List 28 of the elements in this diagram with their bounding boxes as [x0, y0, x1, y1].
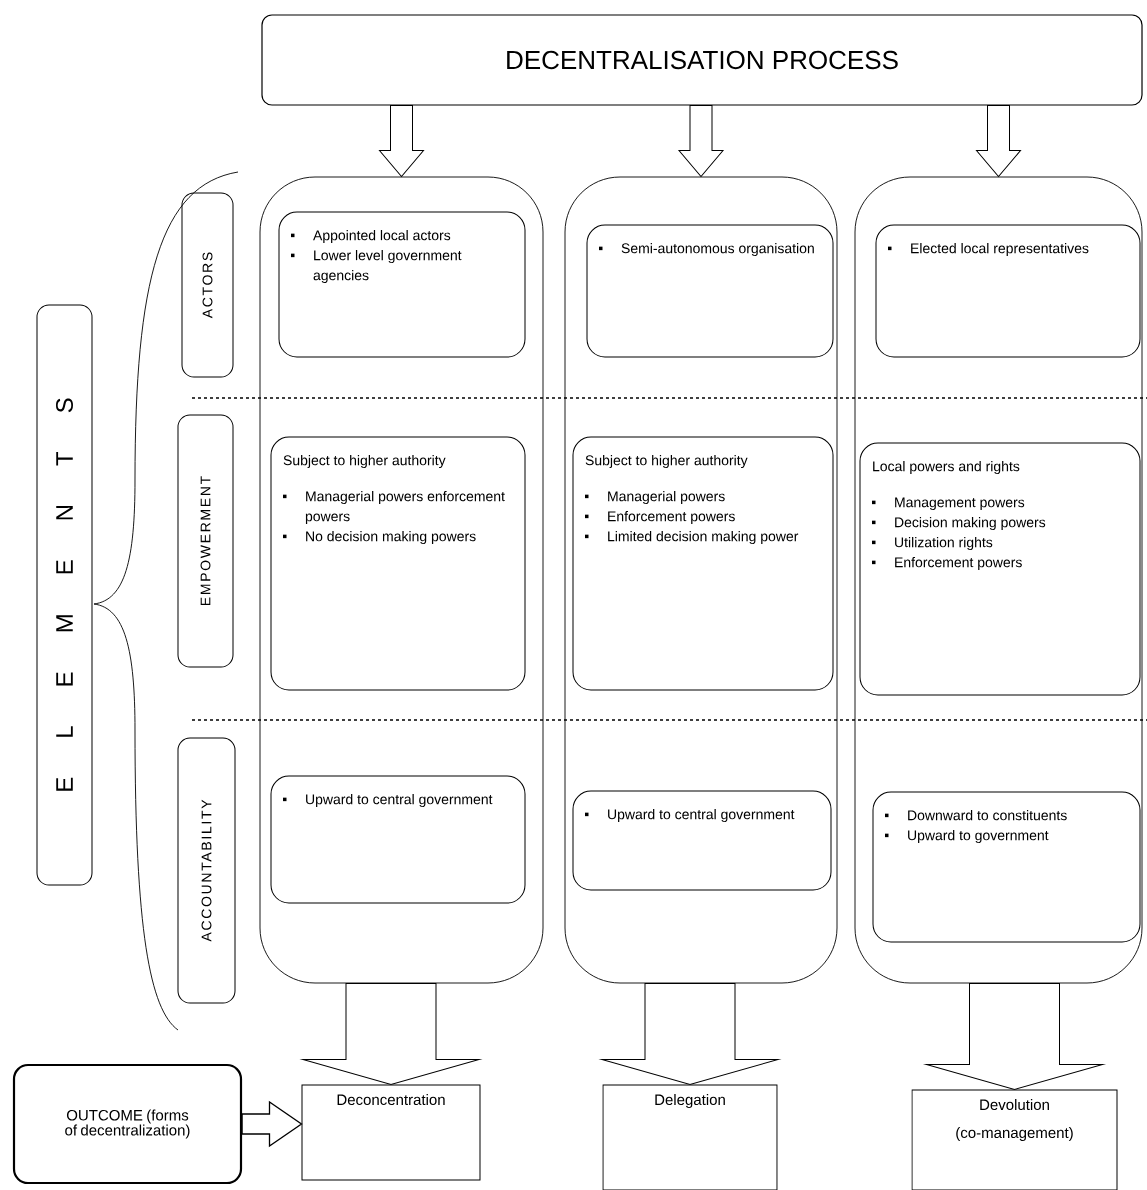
row-label-box: ACCOUNTABILITY: [177, 737, 236, 1004]
block-arrow: [379, 105, 424, 178]
content-box: Subject to higher authority Managerial powers enforcement powers No decision making powers: [270, 436, 526, 691]
content-box: Appointed local actors Lower level government agencies: [278, 211, 526, 358]
content-box: Elected local representatives: [875, 224, 1141, 358]
process-box: DECENTRALISATION PROCESS: [261, 14, 1143, 106]
block-arrow: [976, 105, 1021, 178]
content-box: Upward to central government: [572, 790, 832, 891]
row-label-box: ACTORS: [181, 192, 234, 378]
column-panel: [854, 176, 1143, 984]
result-box: Devolution (co-management): [911, 1089, 1118, 1190]
block-arrow: [678, 105, 724, 178]
block-arrow: [241, 1100, 303, 1148]
result-box: Deconcentration: [301, 1084, 481, 1181]
content-box: Subject to higher authority Managerial powers Enforcement powers Limited decision making power: [572, 436, 834, 691]
content-box: Upward to central government: [270, 775, 526, 904]
block-arrow: [302, 982, 480, 1085]
content-box: Local powers and rights Management powers Decision making powers Utilization rights Enforcement powers: [859, 442, 1141, 696]
result-box: Delegation: [602, 1084, 778, 1190]
block-arrow: [601, 982, 779, 1085]
outcome-box: OUTCOME (forms of decentralization): [12, 1063, 243, 1185]
column-panel: [259, 176, 544, 984]
row-label-box: EMPOWERMENT: [177, 414, 234, 668]
content-box: Semi-autonomous organisation: [586, 224, 834, 358]
block-arrow: [926, 982, 1103, 1090]
category-label-box: E L E M E N T S: [36, 304, 93, 886]
column-panel: [564, 176, 838, 984]
content-box: Downward to constituents Upward to government: [872, 791, 1141, 943]
